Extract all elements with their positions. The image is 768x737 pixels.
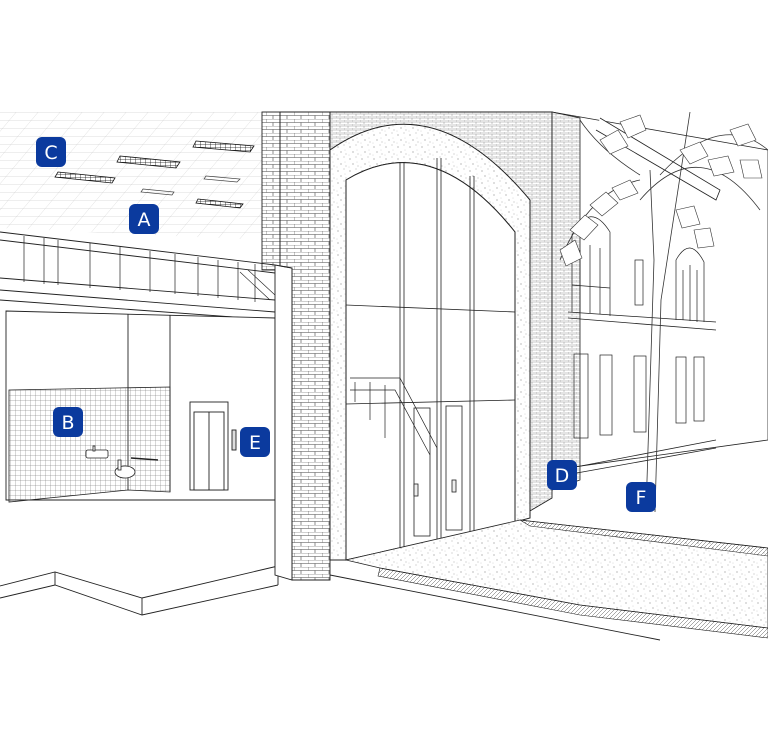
elevator	[189, 401, 237, 491]
callout-badge-c[interactable]: C	[36, 137, 66, 167]
background-building	[551, 111, 768, 491]
interior-floor-edge	[0, 565, 279, 616]
restroom-tile-wall	[8, 386, 171, 503]
callout-badge-d[interactable]: D	[547, 460, 577, 490]
callout-badge-e[interactable]: E	[240, 427, 270, 457]
callout-badge-b[interactable]: B	[53, 407, 83, 437]
callout-badge-f[interactable]: F	[626, 482, 656, 512]
palm-tree	[559, 111, 768, 513]
restroom-fixtures	[85, 445, 159, 479]
brick-pier	[261, 111, 331, 581]
callout-badge-a[interactable]: A	[129, 204, 159, 234]
arched-window-wall	[345, 158, 516, 561]
mezzanine-walkway	[0, 231, 276, 321]
courtyard-paving	[329, 519, 768, 641]
